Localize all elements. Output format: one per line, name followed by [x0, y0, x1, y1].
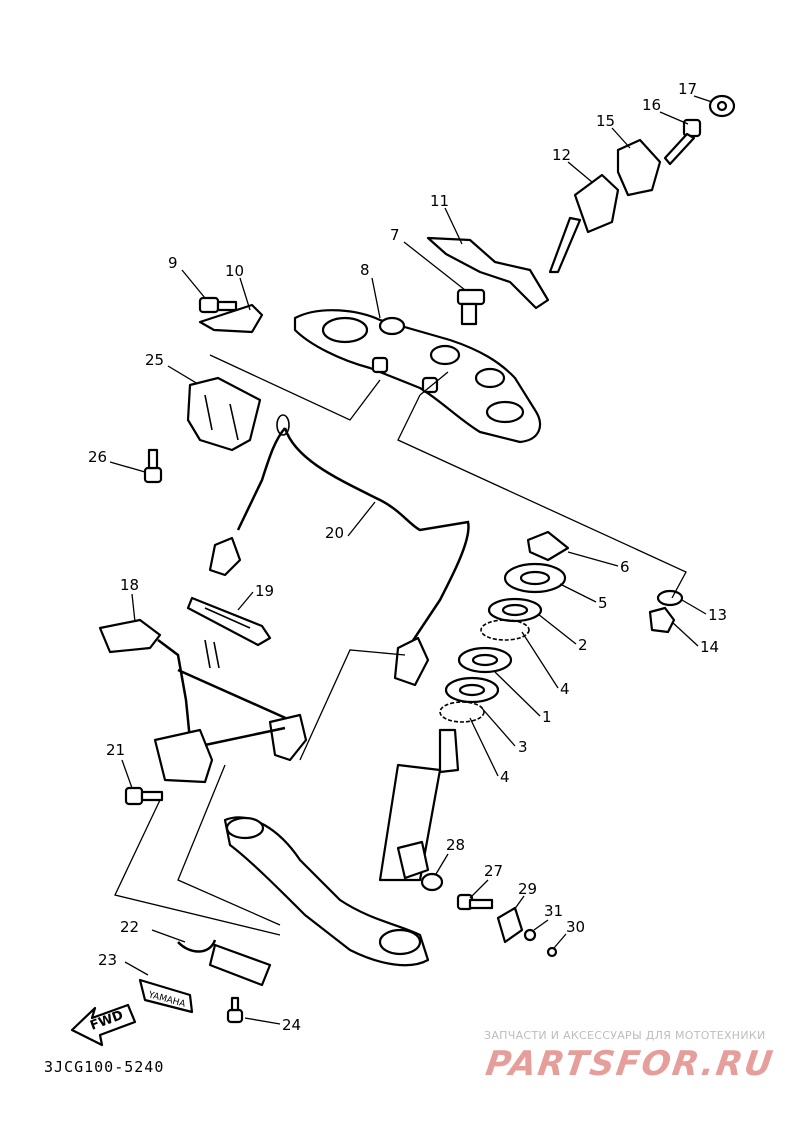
callout-23: 23: [98, 951, 117, 969]
callout-13: 13: [708, 606, 727, 624]
bolt-9: [198, 296, 238, 314]
callout-27: 27: [484, 862, 503, 880]
tie-band-19: [186, 596, 272, 647]
callout-20: 20: [325, 524, 344, 542]
callout-21: 21: [106, 741, 125, 759]
nut-14: [648, 606, 676, 634]
callout-24: 24: [282, 1016, 301, 1034]
callout-28: 28: [446, 836, 465, 854]
plate-29: [496, 906, 524, 944]
watermark-logo: PARTSFOR.RU: [483, 1044, 777, 1084]
callout-2: 2: [578, 636, 588, 654]
callout-17: 17: [678, 80, 697, 98]
callout-12: 12: [552, 146, 571, 164]
fwd-arrow-icon: FWD: [70, 1003, 137, 1047]
washer-31: [523, 928, 537, 942]
bolt-26: [143, 448, 163, 484]
stay-18: [98, 618, 308, 784]
callout-labels: 1 3 4 5 2 4 6 7 8 9 10 11 12 13 14 15 16…: [88, 80, 727, 1034]
diagram-code: 3JCG100-5240: [44, 1058, 165, 1076]
callout-29: 29: [518, 880, 537, 898]
callout-8: 8: [360, 261, 370, 279]
callout-4-lower: 4: [500, 768, 510, 786]
leader-lines: [114, 354, 687, 936]
callout-15: 15: [596, 112, 615, 130]
callout-22: 22: [120, 918, 139, 936]
bracket-10: [198, 303, 264, 334]
nut-30: [546, 946, 558, 958]
stay-25: [186, 376, 262, 452]
bolt-21: [124, 786, 164, 806]
callout-31: 31: [544, 902, 563, 920]
screw-24: [226, 996, 244, 1024]
upper-bracket: [293, 309, 542, 444]
callout-10: 10: [225, 262, 244, 280]
plate-11: [426, 236, 550, 310]
bolt-27: [456, 893, 494, 911]
clip-22: [177, 939, 217, 953]
washer-13: [656, 589, 684, 607]
callout-6: 6: [620, 558, 630, 576]
handle-12: [548, 173, 620, 274]
callout-7: 7: [390, 226, 400, 244]
bolt-16: [663, 118, 702, 166]
bracket-15: [616, 138, 662, 197]
callout-19: 19: [255, 582, 274, 600]
bolt-7: [456, 288, 486, 326]
callout-30: 30: [566, 918, 585, 936]
callout-5: 5: [598, 594, 608, 612]
callout-26: 26: [88, 448, 107, 466]
callout-9: 9: [168, 254, 178, 272]
callout-4-upper: 4: [560, 680, 570, 698]
bearing-stack: [439, 530, 570, 723]
emblem-23: YAMAHA: [138, 978, 194, 1014]
callout-16: 16: [642, 96, 661, 114]
bush-28: [420, 872, 444, 892]
callout-leaders: [109, 95, 713, 1025]
callout-25: 25: [145, 351, 164, 369]
callout-18: 18: [120, 576, 139, 594]
nut-17: [708, 94, 736, 118]
callout-11: 11: [430, 192, 449, 210]
callout-14: 14: [700, 638, 719, 656]
bracket-24-mount: [208, 943, 272, 987]
lower-bracket: [223, 728, 460, 967]
callout-1: 1: [542, 708, 552, 726]
callout-3: 3: [518, 738, 528, 756]
watermark-caption: ЗАПЧАСТИ И АКСЕССУАРЫ ДЛЯ МОТОТЕХНИКИ: [484, 1029, 766, 1042]
cable-20: [208, 414, 470, 687]
